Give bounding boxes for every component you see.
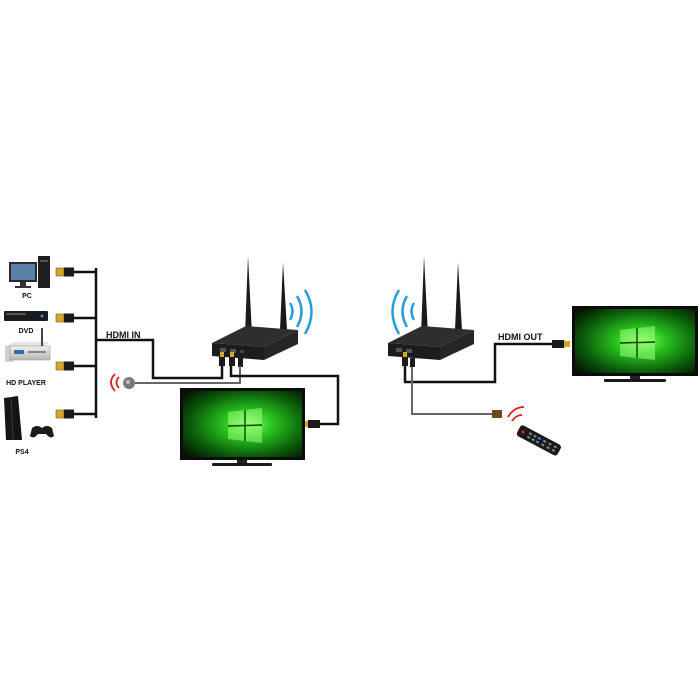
hd-player-icon xyxy=(5,328,51,362)
remote-tv-icon xyxy=(572,306,698,382)
source-label-hd-player: HD PLAYER xyxy=(6,380,46,387)
hdmi-plug-dvd xyxy=(55,313,75,323)
source-label-dvd: DVD xyxy=(19,328,34,335)
pc-icon xyxy=(9,256,50,288)
ir-signal-icon xyxy=(507,406,525,422)
hdmi-plug-ps4 xyxy=(55,409,75,419)
wifi-signal-transmit-icon xyxy=(288,289,313,335)
remote-tv-hdmi-plug xyxy=(552,340,570,348)
source-cables xyxy=(74,268,224,418)
remote-control-icon xyxy=(516,425,561,456)
hdmi-plug-hd-player xyxy=(55,361,75,371)
receiver-plugs xyxy=(402,352,415,367)
local-tv-icon xyxy=(180,388,305,466)
transmitter-icon xyxy=(212,256,298,360)
source-label-pc: PC xyxy=(22,293,32,300)
ir-receiver-cable xyxy=(135,366,241,384)
hdmi-out-cable xyxy=(403,342,552,384)
ir-emitter-icon xyxy=(492,410,502,418)
hdmi-out-label: HDMI OUT xyxy=(498,332,543,342)
hdmi-in-label: HDMI IN xyxy=(106,330,141,340)
ir-receiver-icon xyxy=(110,373,135,392)
ps4-console-icon xyxy=(4,396,54,441)
hdmi-plug-pc xyxy=(55,267,75,277)
dvd-player-icon xyxy=(4,311,48,321)
receiver-icon xyxy=(388,256,474,360)
source-label-ps4: PS4 xyxy=(15,449,28,456)
local-tv-cable xyxy=(229,366,340,426)
transmitter-plugs xyxy=(219,352,243,367)
wifi-signal-receive-icon xyxy=(391,289,416,335)
ir-emitter-cable xyxy=(411,367,492,415)
